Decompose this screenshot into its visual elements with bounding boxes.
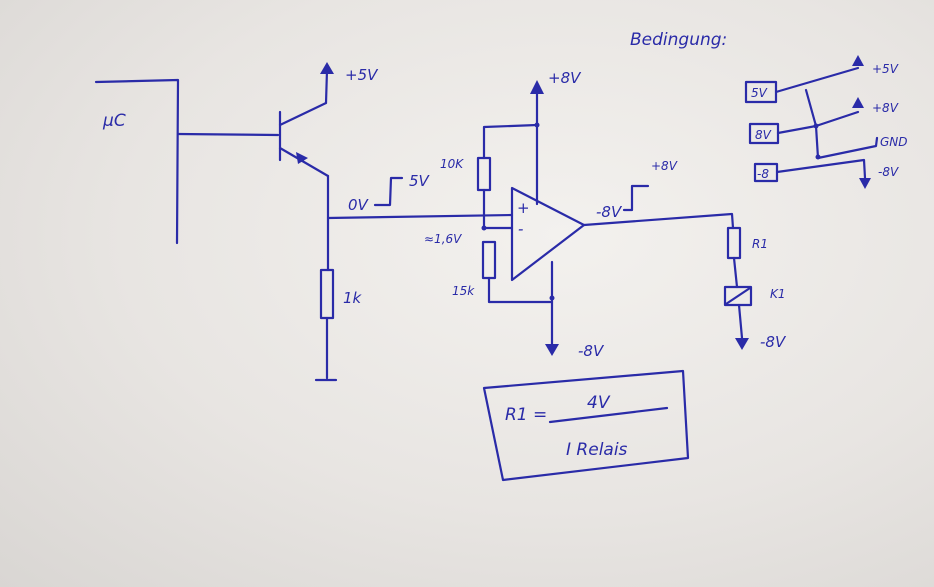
condition-minus8-arrow [859,178,871,189]
junction-dot [549,295,555,301]
resistor-1k-label: 1k [343,289,363,307]
divider-top-wire [482,123,539,160]
microcontroller-outline [94,78,180,245]
condition-8v-wire [776,110,860,135]
resistor-1k [319,268,335,320]
collector-supply-wire [324,68,329,105]
condition-plus8-label: +8V [872,101,899,115]
reference-voltage-label: ≈1,6V [424,232,462,246]
opamp-minus8-label: -8V [578,342,605,360]
formula-fraction-bar [548,406,669,424]
bedingung-title: Bedingung: [630,30,727,50]
resistor-10k-label: 10K [440,157,464,171]
junction-dot [813,123,819,129]
input-step-waveform [373,176,404,207]
junction-dot [481,225,487,231]
opamp-plus8-label: +8V [548,69,582,87]
opamp-triangle [510,186,586,282]
condition-plus8-arrow [852,97,864,108]
condition-plus5-label: +5V [872,62,899,76]
condition-5v-wire [774,66,860,94]
resistor-15k-label: 15k [452,284,475,298]
base-wire [176,132,280,137]
relay-coil-diagonal [724,286,752,306]
junction-dot [815,154,821,160]
output-high-label: +8V [651,159,678,173]
condition-gnd-label: GND [880,135,908,149]
opamp-output-wire [582,212,735,230]
relay-supply-wire [737,303,744,340]
opamp-minus-sign: - [518,220,523,238]
signal-wire [326,213,514,220]
divider-mid-wire [482,188,514,230]
formula-box [482,369,690,482]
condition-8v-box-label: 8V [755,128,772,142]
ground-wire [314,316,338,382]
opamp-plus-sign: + [517,199,530,217]
output-low-label: -8V [596,203,623,221]
input-low-label: 0V [348,196,370,214]
formula-denominator: I Relais [566,440,628,460]
divider-bottom-wire [487,276,554,304]
npn-transistor [278,101,330,178]
condition-minus8-box-label: -8 [757,167,769,181]
formula-lhs: R1 = [505,405,547,425]
resistor-r1 [726,226,742,260]
condition-plus5-arrow [852,55,864,66]
resistor-15k [481,240,497,280]
output-step-waveform [622,184,650,212]
relay-minus8-label: -8V [760,333,787,351]
relay-arrow-minus8 [735,338,749,350]
plus5v-label: +5V [345,66,379,84]
k1-label: K1 [770,287,786,301]
input-high-label: 5V [409,172,431,190]
r1-relay-wire [732,256,739,289]
condition-5v-box-label: 5V [751,86,768,100]
supply-arrow-5v [320,62,334,74]
formula-numerator: 4V [587,393,611,413]
resistor-10k [476,156,492,192]
condition-minus8-label: -8V [878,165,899,179]
mc-label: μC [102,111,126,131]
junction-dot [534,122,540,128]
condition-minus8-wire [775,158,867,180]
supply-arrow-plus8 [530,80,544,94]
supply-arrow-minus8 [545,344,559,356]
r1-label: R1 [752,237,768,251]
